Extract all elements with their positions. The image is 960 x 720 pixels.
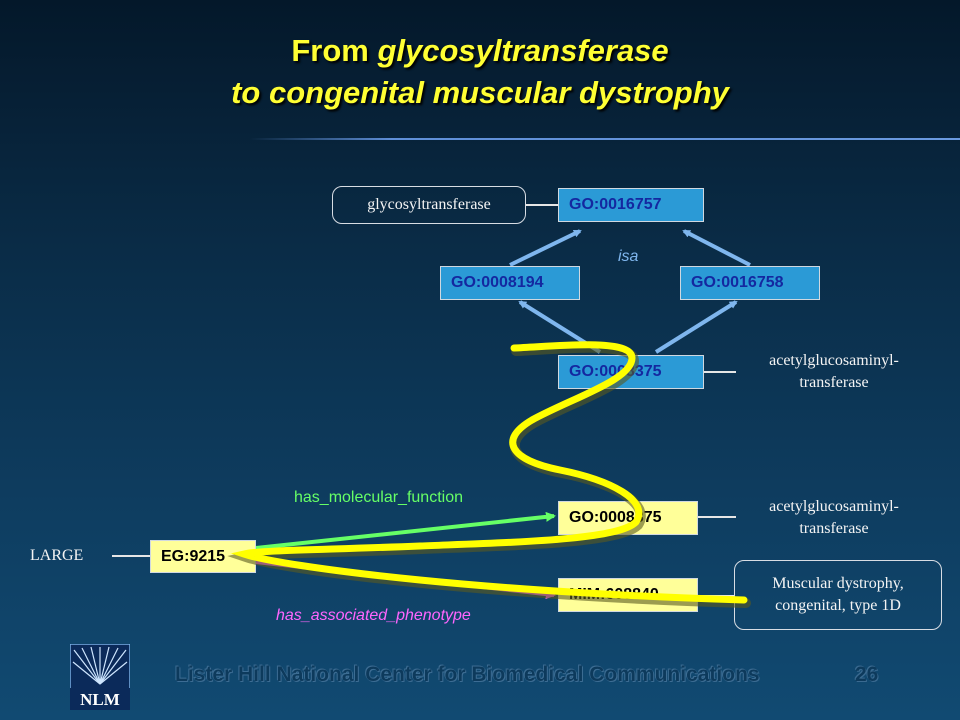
label-acetyl-bottom: acetylglucosaminyl- transferase bbox=[736, 496, 932, 540]
title-prefix: From bbox=[291, 33, 378, 68]
title-italic-term: glycosyltransferase bbox=[377, 33, 669, 68]
isa-arrow-0016758-to-0016757 bbox=[682, 229, 751, 267]
node-go-0016757: GO:0016757 bbox=[558, 188, 704, 222]
title-line-2: to congenital muscular dystrophy bbox=[231, 75, 729, 110]
label-acetyl-bottom-line1: acetylglucosaminyl- bbox=[769, 498, 899, 515]
nlm-logo-text: NLM bbox=[80, 690, 120, 709]
isa-arrow-0008194-to-0016757 bbox=[509, 229, 582, 267]
page-number: 26 bbox=[855, 663, 879, 686]
label-glycosyltransferase: glycosyltransferase bbox=[332, 186, 526, 224]
footer-organization: Lister Hill National Center for Biomedic… bbox=[175, 663, 760, 686]
title-divider bbox=[250, 138, 960, 140]
relation-has-molecular-function-label: has_molecular_function bbox=[294, 489, 463, 506]
relation-has-associated-phenotype-label: has_associated_phenotype bbox=[276, 607, 471, 624]
relation-isa-label: isa bbox=[618, 248, 639, 265]
label-phenotype-line2: congenital, type 1D bbox=[775, 597, 901, 614]
label-phenotype: Muscular dystrophy, congenital, type 1D bbox=[734, 560, 942, 630]
label-acetyl-top-line2: transferase bbox=[799, 374, 869, 391]
label-acetyl-top: acetylglucosaminyl- transferase bbox=[736, 350, 932, 394]
label-acetyl-bottom-line2: transferase bbox=[799, 520, 869, 537]
label-large: LARGE bbox=[30, 547, 84, 564]
label-phenotype-line1: Muscular dystrophy, bbox=[772, 575, 904, 592]
node-eg-9215: EG:9215 bbox=[150, 540, 256, 573]
slide-title: From glycosyltransferase to congenital m… bbox=[0, 30, 960, 114]
has-molecular-function-arrow bbox=[255, 511, 556, 550]
node-go-0008194: GO:0008194 bbox=[440, 266, 580, 300]
nlm-logo: NLM bbox=[70, 644, 130, 710]
title-line-1: From glycosyltransferase bbox=[0, 30, 960, 72]
highlight-path-shadow bbox=[227, 342, 751, 608]
label-acetyl-top-line1: acetylglucosaminyl- bbox=[769, 352, 899, 369]
isa-arrow-0008375-to-0016758 bbox=[654, 300, 738, 354]
node-go-0016758: GO:0016758 bbox=[680, 266, 820, 300]
highlight-path bbox=[230, 341, 748, 604]
